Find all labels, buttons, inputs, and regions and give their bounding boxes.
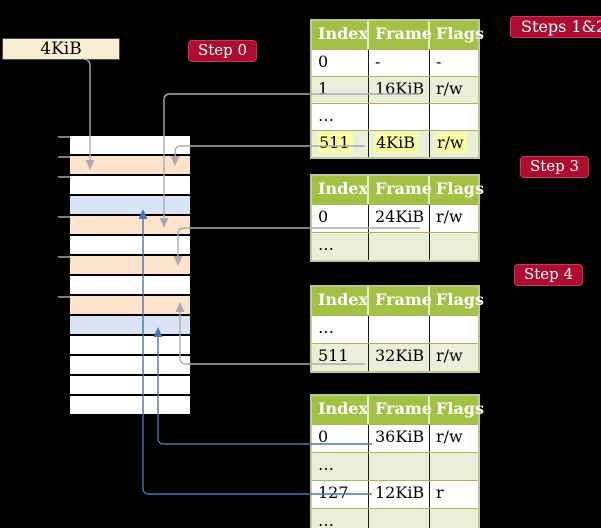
column-header-flags: Flags bbox=[436, 399, 484, 418]
step-0-label: Step 0 bbox=[188, 40, 258, 62]
column-header-flags: Flags bbox=[436, 290, 484, 309]
memory-row-white bbox=[70, 356, 190, 376]
table-row-ellipsis: … bbox=[312, 103, 478, 130]
memory-row-white bbox=[70, 336, 190, 356]
memory-row-white bbox=[70, 396, 190, 416]
step-3-label: Step 3 bbox=[520, 156, 590, 178]
memory-row-white bbox=[70, 176, 190, 196]
memory-row-white bbox=[70, 236, 190, 256]
column-header-index: Index bbox=[312, 396, 369, 424]
column-header-frame: Frame bbox=[369, 176, 432, 204]
memory-tick bbox=[58, 176, 70, 178]
root-frame-label-box: 4KiB bbox=[2, 38, 120, 60]
memory-row-peach bbox=[70, 216, 190, 236]
page-table-step-3: Index Frame Flags 0 24KiB r/w … bbox=[310, 174, 484, 262]
steps-1-2-label: Steps 1&2 bbox=[510, 16, 601, 38]
table-row-ellipsis: … bbox=[312, 508, 478, 528]
step-4-label: Step 4 bbox=[514, 264, 584, 286]
memory-tick bbox=[58, 216, 70, 218]
page-table-step-4: Index Frame Flags … 511 32KiB r/w bbox=[310, 285, 484, 373]
column-header-frame: Frame bbox=[369, 396, 432, 424]
table-row: 511 32KiB r/w bbox=[312, 343, 478, 371]
memory-row-blue bbox=[70, 316, 190, 336]
memory-row-blue bbox=[70, 196, 190, 216]
table-header-row: Index Frame Flags bbox=[312, 396, 484, 424]
table-row: 0 36KiB r/w bbox=[312, 424, 478, 452]
column-header-flags: Flags bbox=[436, 179, 484, 198]
memory-tick bbox=[58, 136, 70, 138]
memory-tick bbox=[58, 256, 70, 258]
memory-row-peach bbox=[70, 256, 190, 276]
column-header-index: Index bbox=[312, 176, 369, 204]
column-header-frame: Frame bbox=[369, 287, 432, 315]
table-header-row: Index Frame Flags bbox=[312, 176, 484, 204]
root-frame-label: 4KiB bbox=[40, 39, 82, 59]
memory-row-white bbox=[70, 276, 190, 296]
table-row: 1 16KiB r/w bbox=[312, 76, 478, 103]
column-header-index: Index bbox=[312, 287, 369, 315]
page-table-leaf: Index Frame Flags 0 36KiB r/w … 127 12Ki… bbox=[310, 394, 484, 528]
table-row: 0 24KiB r/w bbox=[312, 204, 478, 232]
memory-stack bbox=[70, 136, 190, 416]
memory-row-white bbox=[70, 376, 190, 396]
memory-tick bbox=[58, 296, 70, 298]
page-table-steps-1-2: Index Frame Flags 0 - - 1 16KiB r/w … 51… bbox=[310, 19, 484, 159]
table-row: 127 12KiB r bbox=[312, 480, 478, 508]
column-header-index: Index bbox=[312, 21, 369, 49]
table-row-ellipsis: … bbox=[312, 315, 478, 343]
table-row-ellipsis: … bbox=[312, 232, 478, 260]
table-row: 0 - - bbox=[312, 49, 478, 76]
memory-row-peach bbox=[70, 296, 190, 316]
table-row-highlighted: 511 4KiB r/w bbox=[312, 130, 478, 157]
table-header-row: Index Frame Flags bbox=[312, 21, 484, 49]
column-header-frame: Frame bbox=[369, 21, 432, 49]
memory-row-white bbox=[70, 136, 190, 156]
table-row-ellipsis: … bbox=[312, 452, 478, 480]
memory-row-peach bbox=[70, 156, 190, 176]
table-header-row: Index Frame Flags bbox=[312, 287, 484, 315]
column-header-flags: Flags bbox=[436, 24, 484, 43]
memory-tick bbox=[58, 156, 70, 158]
